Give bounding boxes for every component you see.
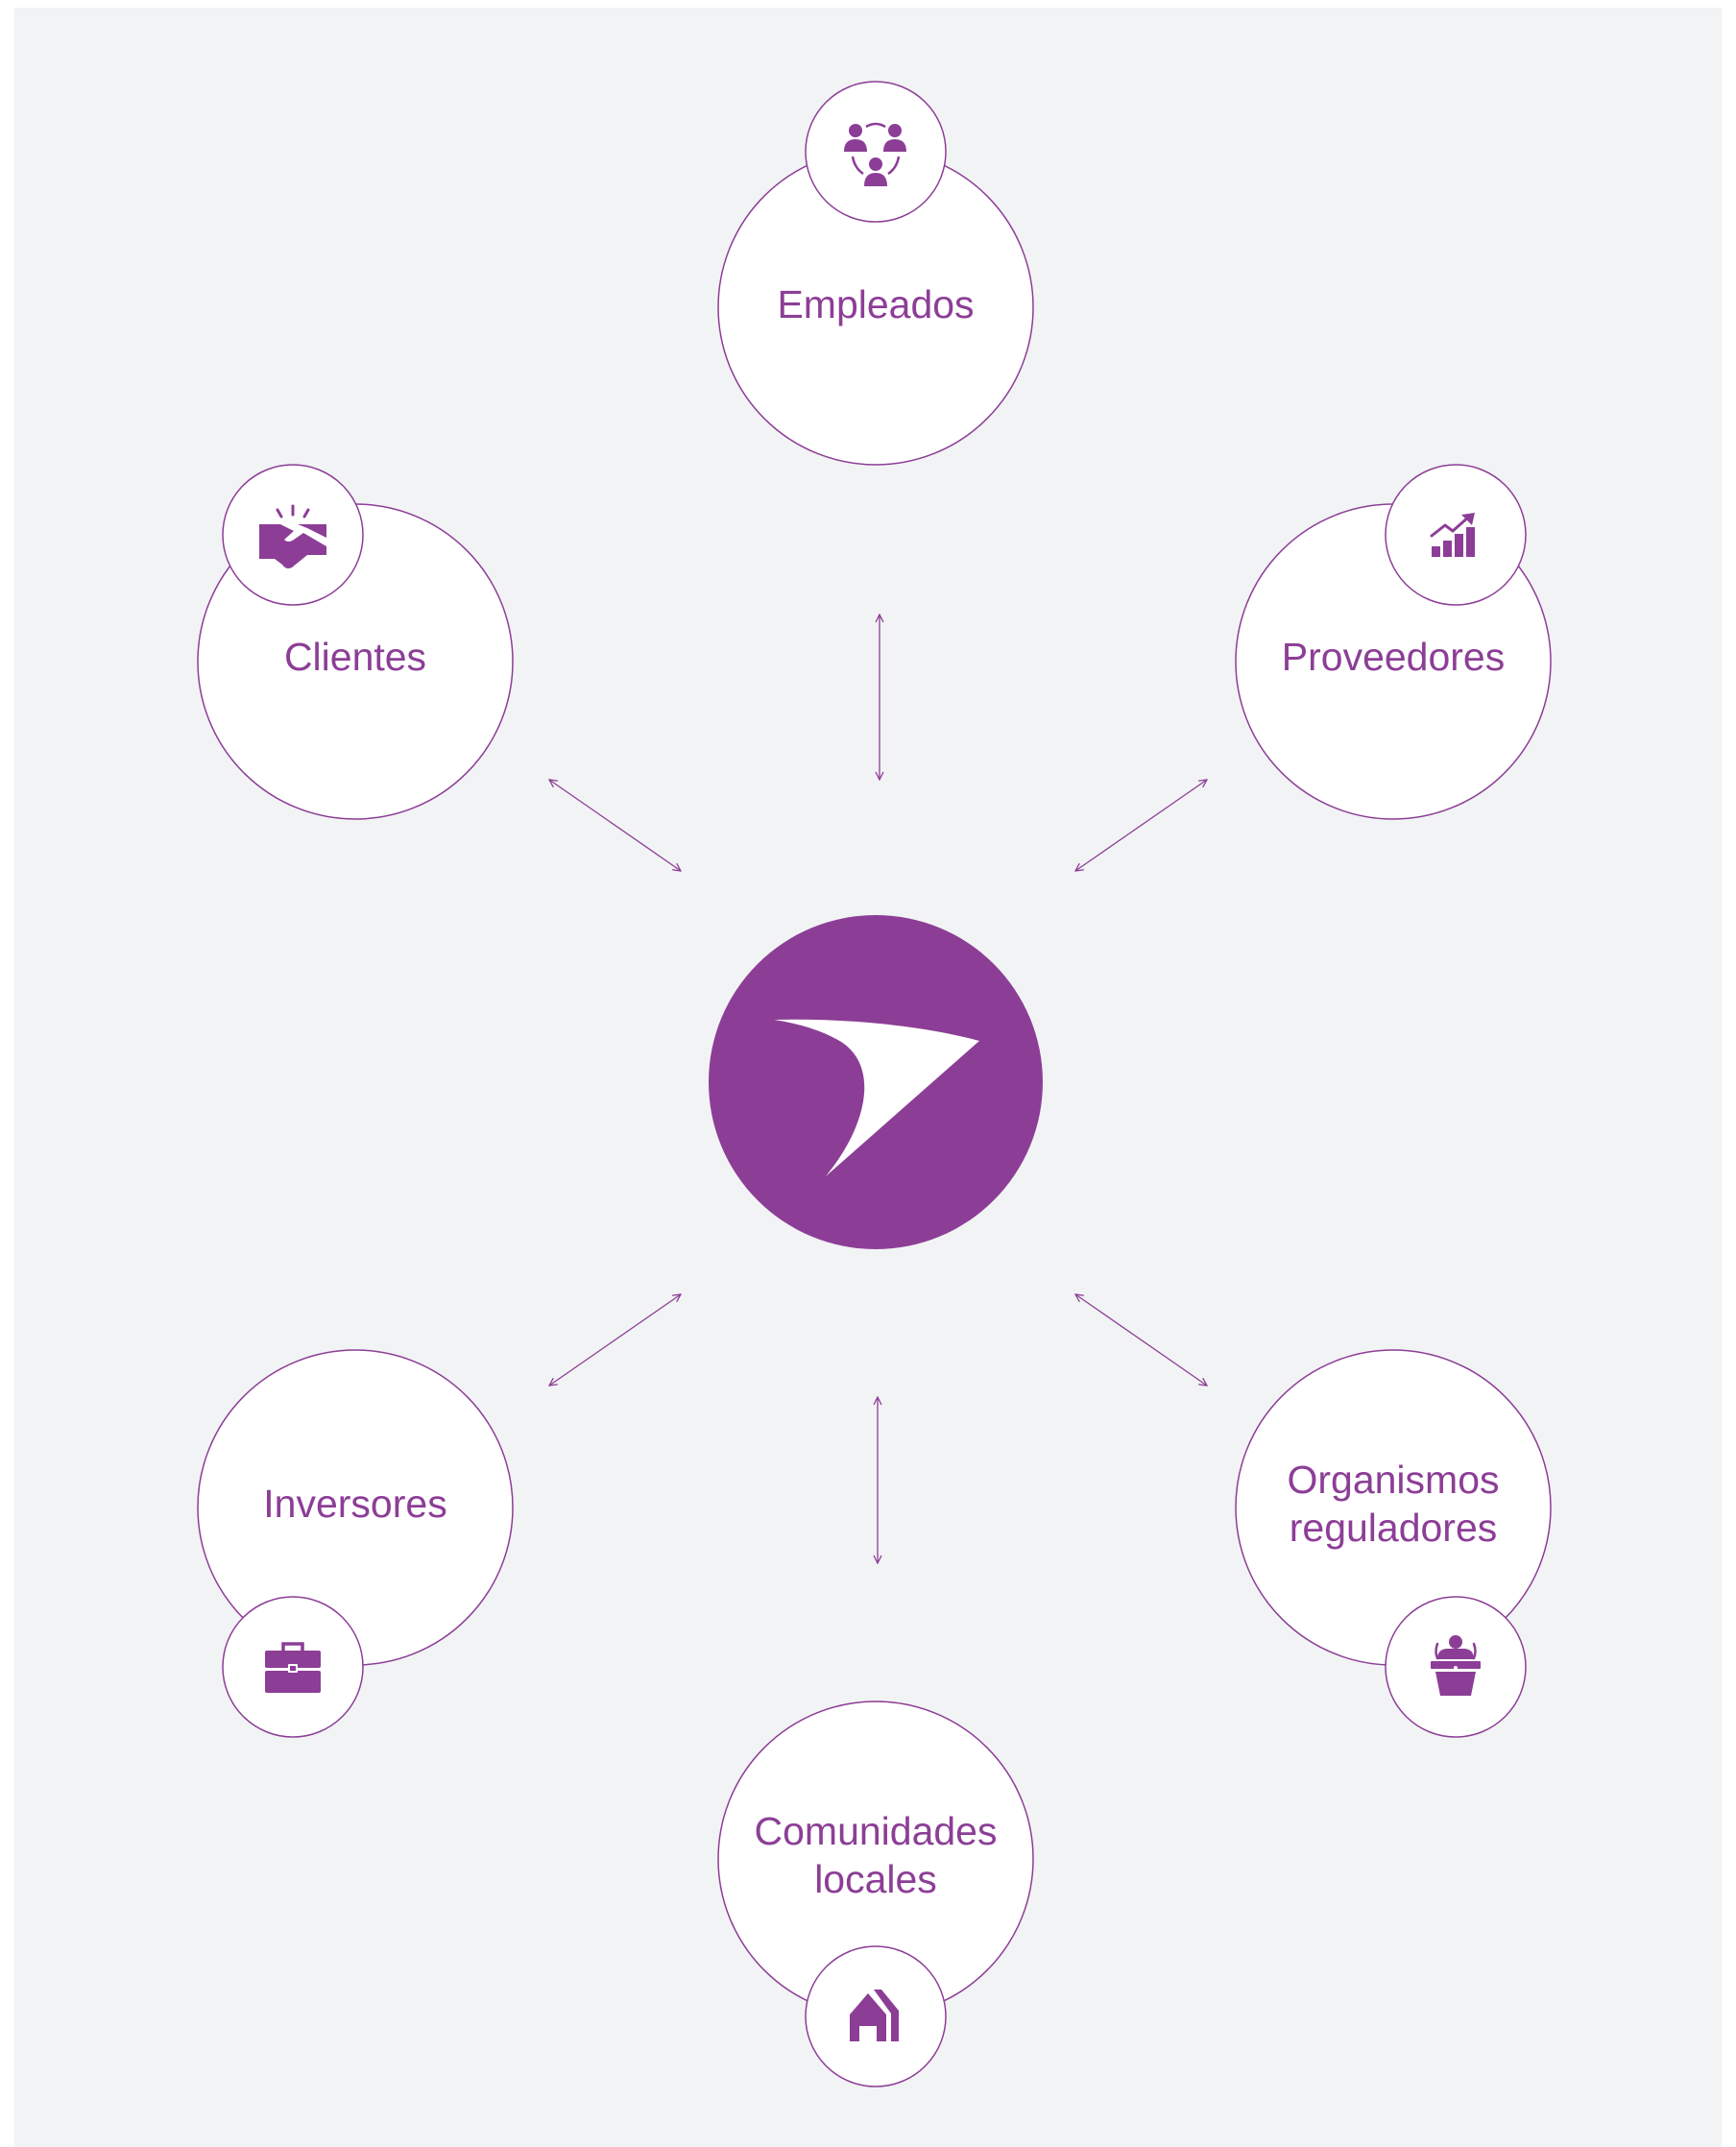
connector-proveedores bbox=[1075, 780, 1207, 871]
houses-icon bbox=[850, 1990, 899, 2041]
label-comunidades-line2: locales bbox=[814, 1857, 937, 1901]
growth-bar-chart-icon bbox=[1430, 513, 1475, 557]
stakeholder-organismos: Organismos reguladores bbox=[1235, 1349, 1552, 1738]
label-empleados: Empleados bbox=[777, 282, 974, 326]
briefcase-icon bbox=[265, 1642, 321, 1693]
label-organismos-line1: Organismos bbox=[1287, 1458, 1499, 1502]
label-proveedores: Proveedores bbox=[1282, 635, 1505, 679]
connector-clientes bbox=[549, 780, 681, 871]
label-organismos-line2: reguladores bbox=[1290, 1506, 1498, 1550]
stakeholder-comunidades: Comunidades locales bbox=[717, 1701, 1034, 2087]
stakeholder-inversores: Inversores bbox=[197, 1349, 514, 1738]
stakeholder-clientes: Clientes bbox=[197, 464, 514, 820]
label-inversores: Inversores bbox=[263, 1482, 446, 1526]
connector-inversores bbox=[549, 1294, 681, 1386]
connectors bbox=[549, 615, 1207, 1563]
stakeholder-empleados: Empleados bbox=[717, 81, 1034, 466]
speaker-podium-icon bbox=[1431, 1635, 1481, 1696]
handshake-icon bbox=[259, 504, 326, 568]
label-clientes: Clientes bbox=[284, 635, 426, 679]
airline-swoosh-logo bbox=[774, 1019, 979, 1176]
label-comunidades-line1: Comunidades bbox=[755, 1809, 998, 1853]
stakeholder-proveedores: Proveedores bbox=[1235, 464, 1552, 820]
connector-organismos bbox=[1075, 1294, 1207, 1386]
people-network-icon bbox=[844, 122, 906, 186]
center-logo bbox=[709, 915, 1043, 1249]
